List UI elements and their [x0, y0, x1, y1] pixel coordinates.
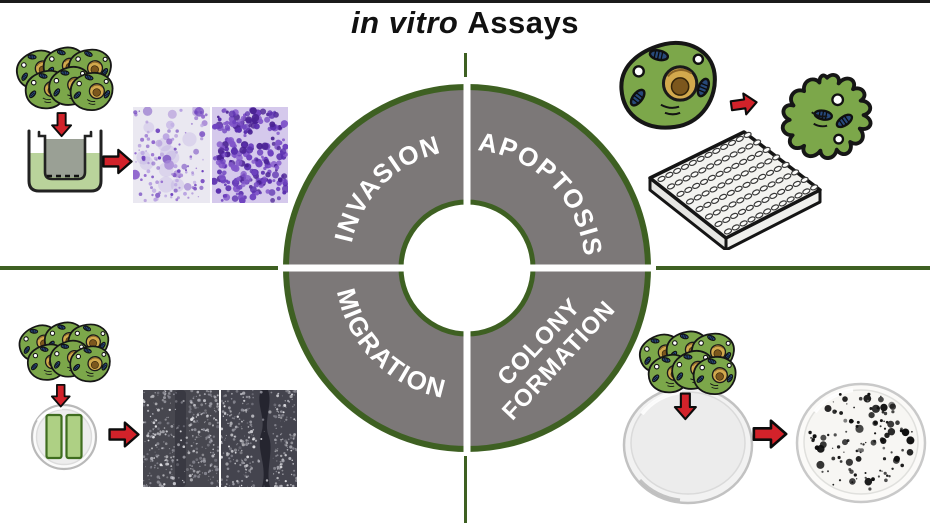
- red-arrow-down-icon: [50, 111, 78, 143]
- red-arrow-right-icon: [107, 419, 141, 450]
- colony-formation-dish-icon: [795, 382, 927, 504]
- wheel-horizontal-divider: [281, 264, 653, 272]
- healthy-cell-icon: [616, 38, 722, 133]
- red-arrow-right-icon: [751, 417, 789, 451]
- red-arrow-right-icon: [101, 147, 134, 176]
- title-regular-part: Assays: [467, 5, 579, 40]
- red-arrow-down-icon: [49, 383, 77, 413]
- invasion-cell-cluster-icon: [10, 46, 118, 118]
- vertical-axis-line-bottom: [464, 456, 467, 523]
- invasion-micrograph-dense: [212, 107, 288, 203]
- red-arrow-right-icon: [727, 89, 760, 119]
- assay-wheel: INVASION APOPTOSIS MIGRATION COLONY FORM…: [281, 82, 653, 454]
- title-italic-part: in vitro: [351, 5, 459, 40]
- horizontal-axis-line-right: [656, 266, 930, 270]
- migration-cell-cluster-icon: [10, 321, 118, 389]
- well-grid: [657, 131, 819, 235]
- wound-healing-micrograph-left: [143, 390, 219, 487]
- invasion-micrograph-sparse: [133, 107, 210, 203]
- petri-dish-empty-icon: [622, 385, 754, 505]
- horizontal-axis-line-left: [0, 266, 278, 270]
- apoptotic-cell-icon: [776, 70, 884, 166]
- scratch-assay-dish-icon: [30, 403, 98, 471]
- red-arrow-down-icon: [673, 391, 703, 427]
- wound-healing-micrograph-right: [221, 390, 297, 487]
- vertical-axis-line-top: [464, 53, 467, 77]
- transwell-invasion-chamber-icon: [27, 129, 103, 193]
- top-border-line: [0, 0, 930, 3]
- 96-well-plate-icon: [648, 130, 822, 250]
